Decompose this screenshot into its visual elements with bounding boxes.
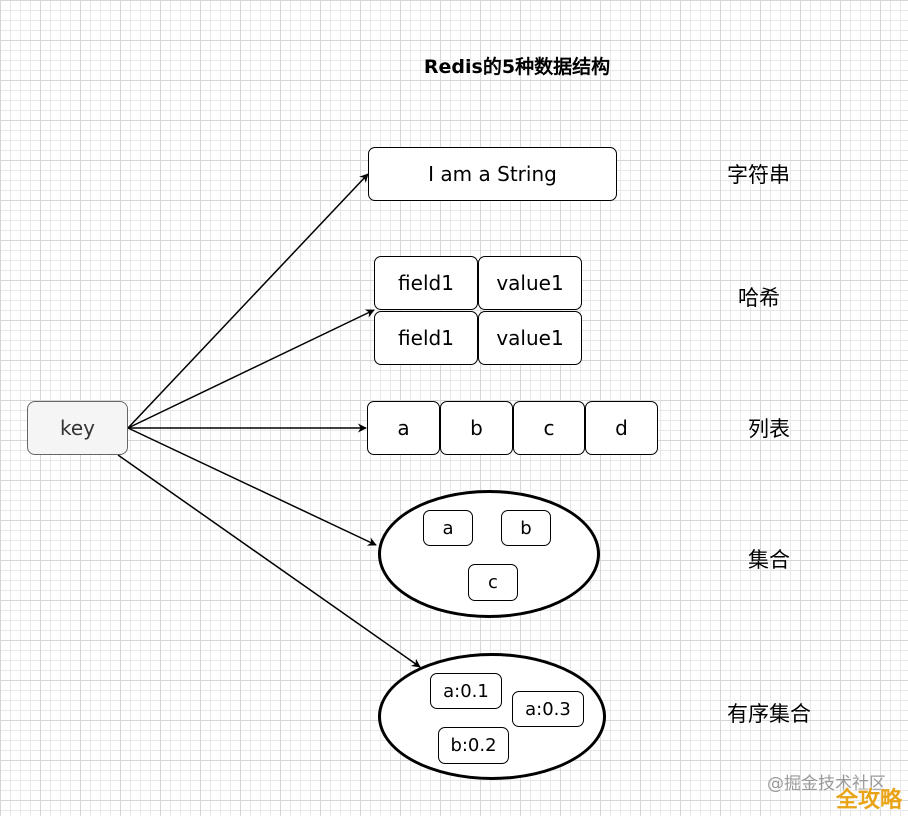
site-badge: 全攻略 [835, 788, 902, 813]
hash-field-cell: field1 [374, 256, 478, 310]
arrow-key-to-hash [127, 309, 375, 429]
arrow-key-to-set [127, 427, 377, 546]
set-member: a [423, 510, 473, 546]
hash-value-cell: value1 [478, 256, 582, 310]
hash-field-cell: field1 [374, 311, 478, 365]
sorted-set-member: a:0.3 [512, 691, 584, 727]
set-member: b [501, 510, 551, 546]
list-item-cell: a [367, 401, 440, 455]
set-type-label: 集合 [748, 548, 790, 572]
sorted-set-member: b:0.2 [438, 727, 509, 764]
key-node: key [27, 401, 128, 455]
arrow-key-to-sorted-set [117, 454, 421, 668]
watermark-text: @掘金技术社区 [767, 774, 886, 794]
list-item-cell: c [513, 401, 585, 455]
set-member: c [468, 564, 518, 601]
list-type-label: 列表 [748, 417, 790, 441]
list-item-cell: d [585, 401, 658, 455]
sorted-set-member: a:0.1 [430, 673, 502, 709]
diagram-title: Redis的5种数据结构 [423, 56, 611, 78]
hash-value-cell: value1 [478, 311, 582, 365]
list-item-cell: b [440, 401, 513, 455]
sorted-set-type-label: 有序集合 [727, 702, 811, 726]
hash-type-label: 哈希 [738, 286, 780, 310]
string-value-box: I am a String [368, 147, 617, 201]
arrow-key-to-string [127, 173, 369, 429]
string-type-label: 字符串 [727, 163, 790, 187]
